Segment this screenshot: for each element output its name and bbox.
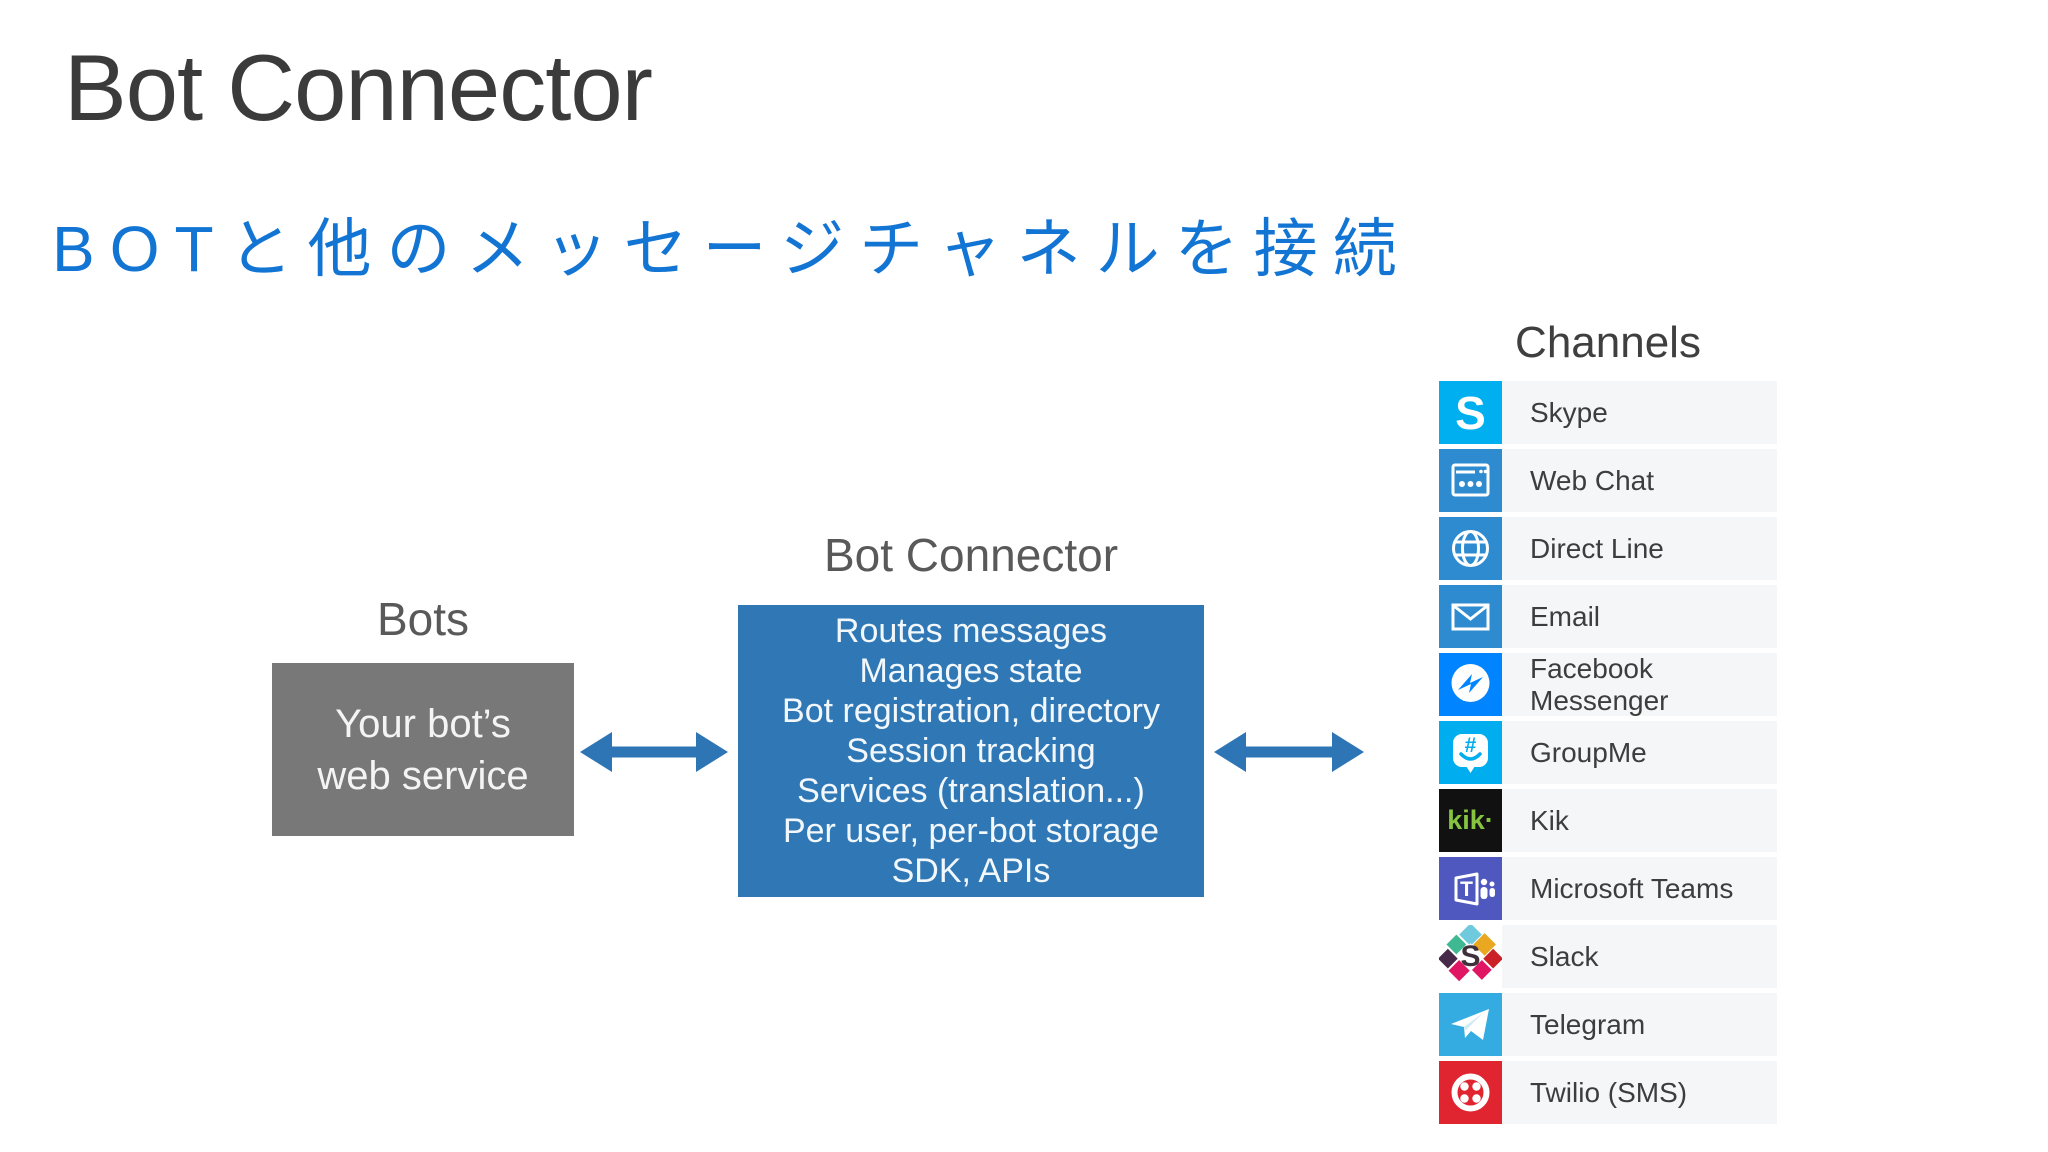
channel-row-twilio: Twilio (SMS)	[1439, 1061, 1777, 1124]
channel-label: GroupMe	[1502, 721, 1777, 784]
channel-row-email: Email	[1439, 585, 1777, 648]
channel-row-teams: T Microsoft Teams	[1439, 857, 1777, 920]
channel-row-skype: S Skype	[1439, 381, 1777, 444]
slide-subtitle: BOTと他のメッセージチャネルを接続	[52, 213, 1412, 285]
channel-list: S Skype Web Chat	[1439, 381, 1777, 1124]
connector-label: Bot Connector	[823, 529, 1119, 581]
channels-header: Channels	[1515, 318, 1701, 367]
connector-line: Session tracking	[846, 732, 1096, 770]
channel-row-groupme: # GroupMe	[1439, 721, 1777, 784]
connector-line: Manages state	[859, 652, 1083, 690]
bots-label: Bots	[376, 593, 470, 645]
connector-line: Bot registration, directory	[782, 692, 1160, 730]
channel-label: Direct Line	[1502, 517, 1777, 580]
channel-row-telegram: Telegram	[1439, 993, 1777, 1056]
bot-web-service-box: Your bot’s web service	[272, 663, 574, 836]
telegram-icon	[1439, 993, 1502, 1056]
svg-text:#: #	[1465, 734, 1477, 757]
svg-text:T: T	[1460, 878, 1473, 901]
groupme-icon: #	[1439, 721, 1502, 784]
channel-label: Facebook Messenger	[1502, 653, 1777, 716]
channel-label: Microsoft Teams	[1502, 857, 1777, 920]
kik-icon: kik·	[1439, 789, 1502, 852]
connector-line: Services (translation...)	[797, 772, 1145, 810]
channel-label: Slack	[1502, 925, 1777, 988]
teams-icon: T	[1439, 857, 1502, 920]
skype-icon: S	[1439, 381, 1502, 444]
bot-box-line2: web service	[317, 753, 529, 798]
messenger-icon	[1439, 653, 1502, 716]
channel-row-webchat: Web Chat	[1439, 449, 1777, 512]
channel-label: Skype	[1502, 381, 1777, 444]
slack-icon: S	[1439, 925, 1502, 988]
channel-row-messenger: Facebook Messenger	[1439, 653, 1777, 716]
channel-row-kik: kik· Kik	[1439, 789, 1777, 852]
bot-box-line1: Your bot’s	[335, 701, 511, 746]
connector-line: Routes messages	[834, 612, 1108, 650]
webchat-icon	[1439, 449, 1502, 512]
channel-label: Twilio (SMS)	[1502, 1061, 1777, 1124]
channel-label: Telegram	[1502, 993, 1777, 1056]
email-icon	[1439, 585, 1502, 648]
channel-label: Web Chat	[1502, 449, 1777, 512]
connector-line: SDK, APIs	[891, 852, 1051, 890]
left-double-arrow-icon	[580, 732, 728, 772]
bot-connector-box: Routes messages Manages state Bot regist…	[738, 605, 1204, 897]
channel-label: Kik	[1502, 789, 1777, 852]
page-title: Bot Connector	[64, 35, 653, 140]
channel-row-directline: Direct Line	[1439, 517, 1777, 580]
twilio-icon	[1439, 1061, 1502, 1124]
directline-icon	[1439, 517, 1502, 580]
right-double-arrow-icon	[1214, 732, 1364, 772]
channel-row-slack: S Slack	[1439, 925, 1777, 988]
channel-label: Email	[1502, 585, 1777, 648]
connector-line: Per user, per-bot storage	[782, 812, 1160, 850]
